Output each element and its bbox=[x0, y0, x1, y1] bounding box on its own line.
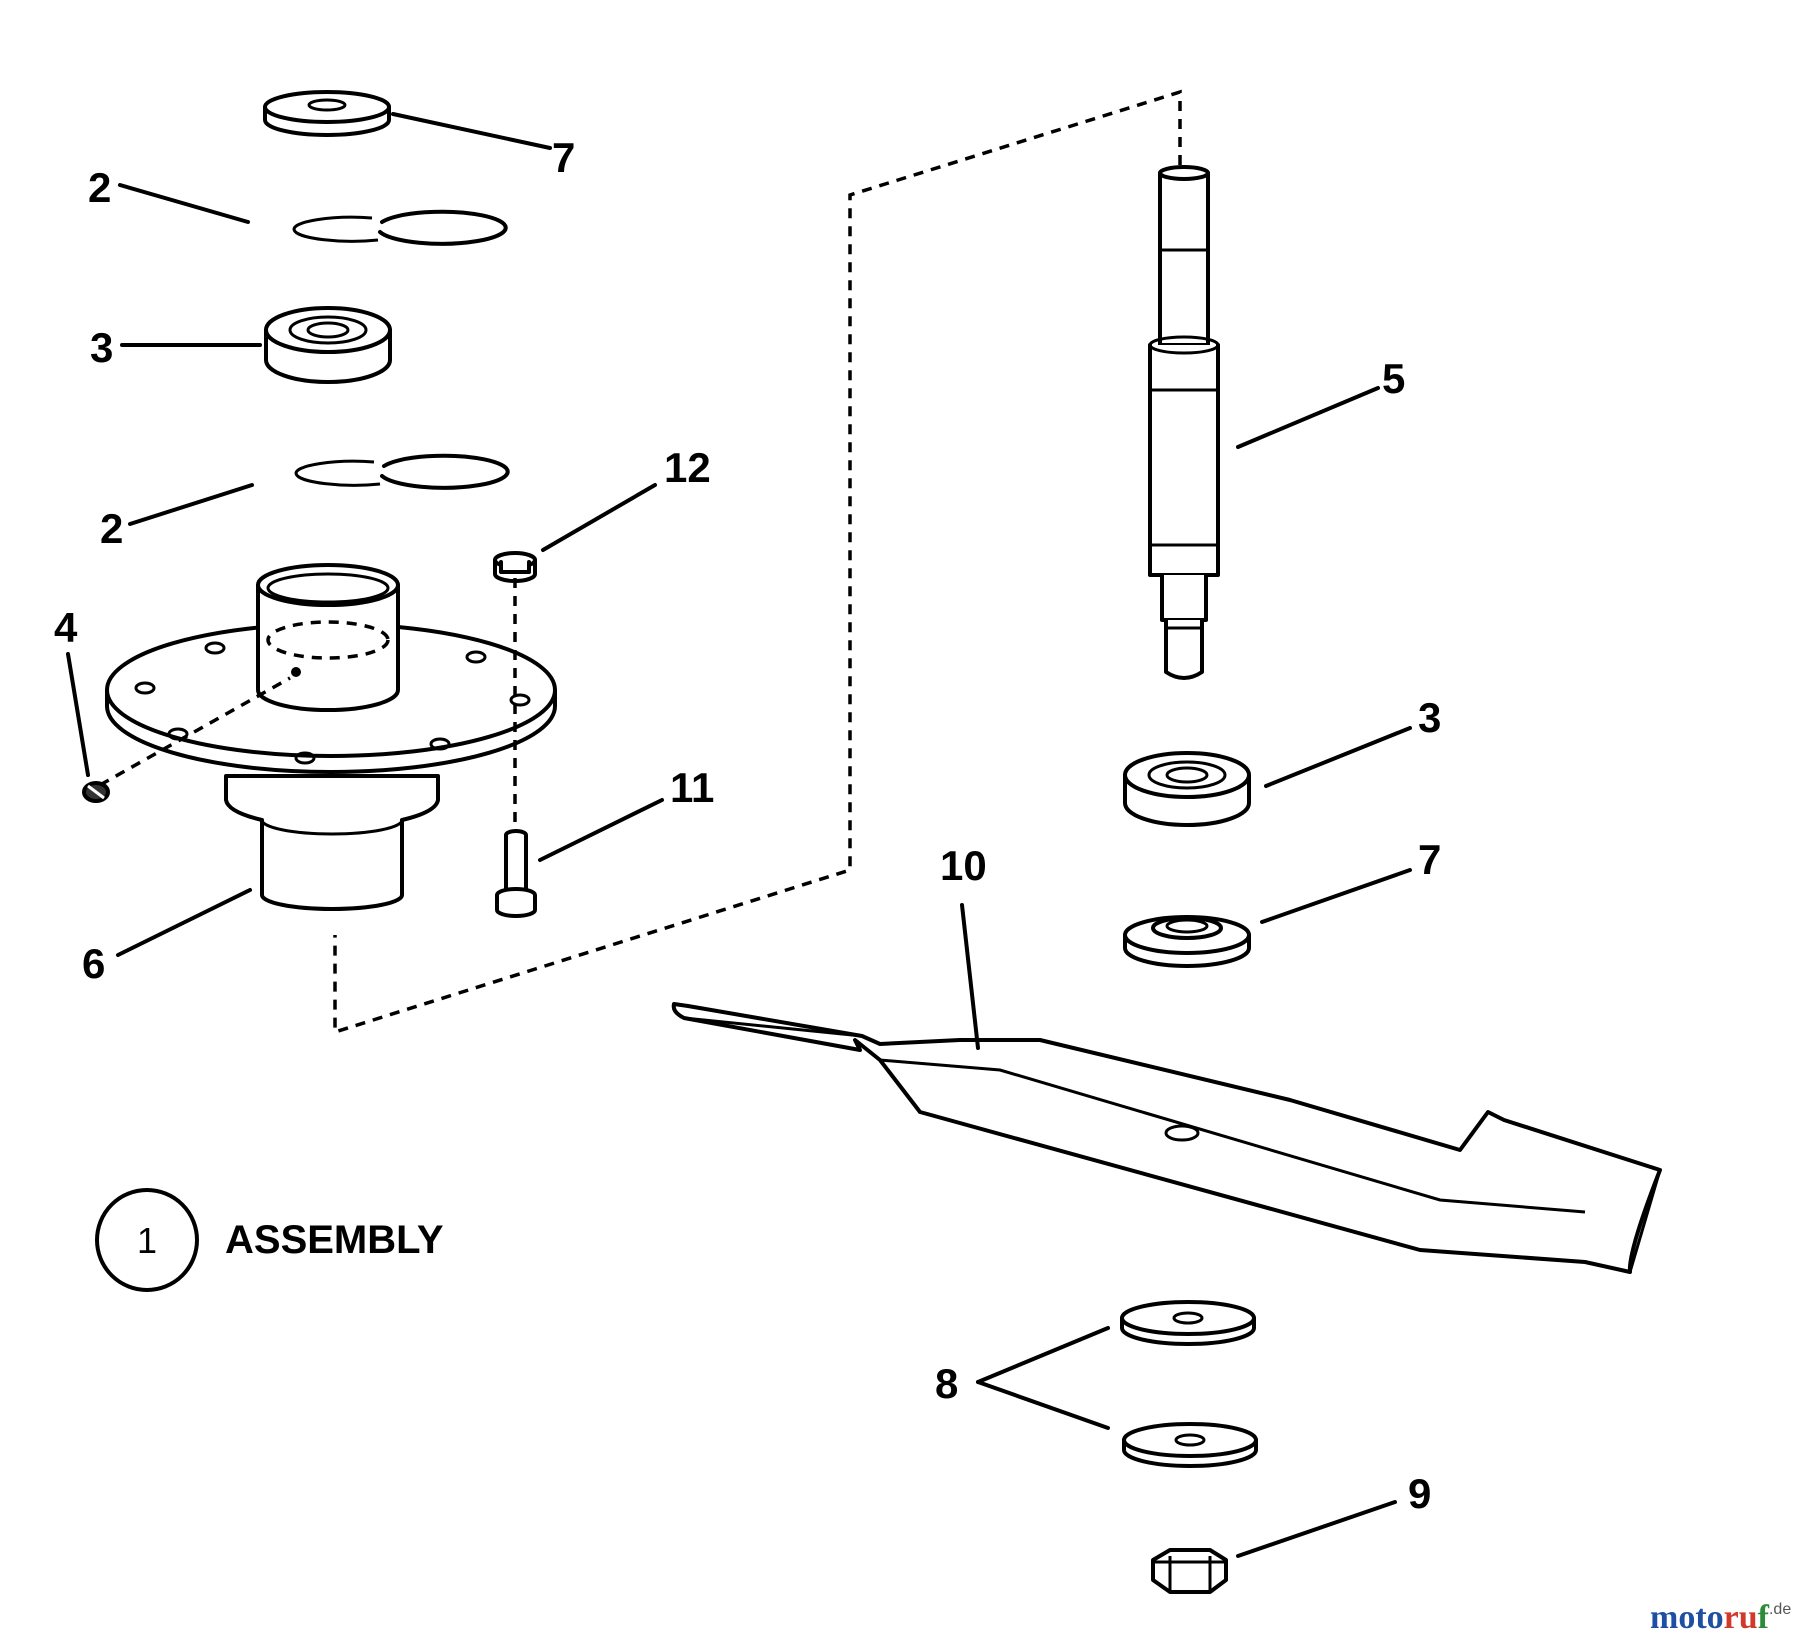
spindle-housing-6 bbox=[105, 563, 557, 911]
watermark-logo: motoruf.de bbox=[1650, 1599, 1791, 1636]
watermark-part-1: moto bbox=[1650, 1599, 1724, 1636]
assembly-lines bbox=[99, 89, 1182, 1035]
callout-12: 12 bbox=[664, 444, 711, 491]
bearing-3-left bbox=[264, 306, 392, 384]
bolt-11 bbox=[495, 829, 537, 918]
washer-7-right bbox=[1123, 915, 1251, 968]
leader-lines bbox=[66, 112, 1412, 1558]
callout-3-left: 3 bbox=[90, 324, 113, 371]
snap-ring-2-top bbox=[292, 209, 508, 246]
callout-9: 9 bbox=[1408, 1470, 1431, 1517]
callout-5: 5 bbox=[1382, 355, 1405, 402]
callout-6: 6 bbox=[82, 940, 105, 987]
bearing-3-right bbox=[1123, 751, 1251, 827]
callout-10: 10 bbox=[940, 842, 987, 889]
assembly-number: 1 bbox=[137, 1220, 157, 1261]
callout-7-top: 7 bbox=[552, 134, 575, 181]
callout-2-bottom: 2 bbox=[100, 505, 123, 552]
svg-text:motoruf.de: motoruf.de bbox=[1650, 1599, 1791, 1636]
assembly-key: 1 ASSEMBLY bbox=[95, 1188, 444, 1292]
watermark-part-3: f bbox=[1758, 1599, 1770, 1636]
set-screw-hole bbox=[291, 667, 301, 677]
hex-nut-9 bbox=[1151, 1548, 1228, 1594]
blade-10 bbox=[671, 1002, 1662, 1274]
snap-ring-2-bottom bbox=[294, 453, 510, 490]
set-screw-4 bbox=[82, 781, 110, 803]
callout-2-top: 2 bbox=[88, 164, 111, 211]
flange-nut-12 bbox=[493, 551, 537, 583]
washer-7-top bbox=[263, 90, 391, 137]
callout-4: 4 bbox=[54, 604, 78, 651]
watermark-tld: .de bbox=[1769, 1601, 1791, 1618]
washer-8-bottom bbox=[1122, 1422, 1258, 1468]
washer-8-top bbox=[1120, 1300, 1256, 1346]
callout-3-right: 3 bbox=[1418, 694, 1441, 741]
callout-8: 8 bbox=[935, 1360, 958, 1407]
flange-holes bbox=[134, 641, 531, 765]
callout-11: 11 bbox=[670, 764, 714, 811]
callout-7-right: 7 bbox=[1418, 836, 1441, 883]
watermark-part-2: ru bbox=[1724, 1599, 1758, 1636]
assembly-circle bbox=[95, 1188, 199, 1292]
spindle-shaft-5 bbox=[1148, 165, 1220, 680]
assembly-label: ASSEMBLY bbox=[225, 1218, 444, 1262]
